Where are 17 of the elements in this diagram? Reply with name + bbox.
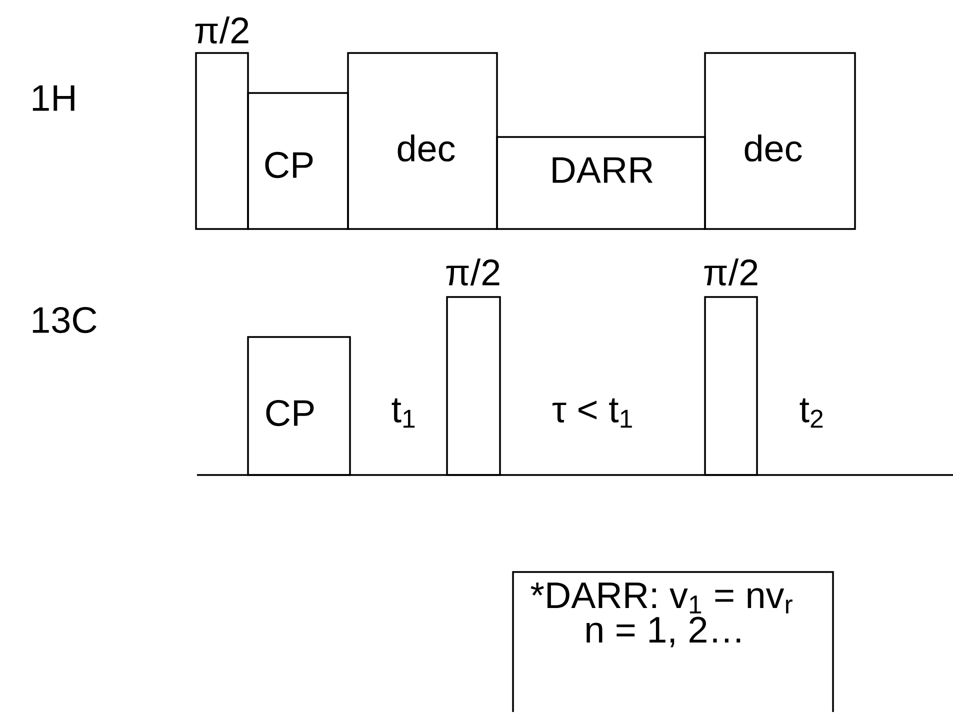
pulse-block: π/2: [195, 16, 249, 230]
pulse-block: DARR: [496, 136, 706, 230]
pulse-block: dec: [704, 52, 856, 230]
delay-label: τ < t$_{1}$: [552, 398, 632, 428]
pulse-block: CP: [247, 92, 349, 230]
channel-label: 1H: [32, 85, 74, 111]
delay-label: t$_{2}$: [800, 398, 823, 428]
delay-label: t$_{1}$: [392, 398, 415, 428]
channel-label: 13C: [32, 306, 96, 334]
node-label: π/2: [195, 16, 248, 44]
pulse-block: π/2: [704, 258, 758, 476]
pulse-block: dec: [347, 52, 498, 230]
pulse-block: π/2: [446, 258, 501, 476]
node-label: π/2: [446, 258, 500, 286]
note-box: *DARR: v$_{1}$ = nv$_{r}$ n = 1, 2…: [512, 571, 834, 712]
node-label: π/2: [704, 258, 758, 286]
pulse-block: CP: [247, 336, 351, 476]
